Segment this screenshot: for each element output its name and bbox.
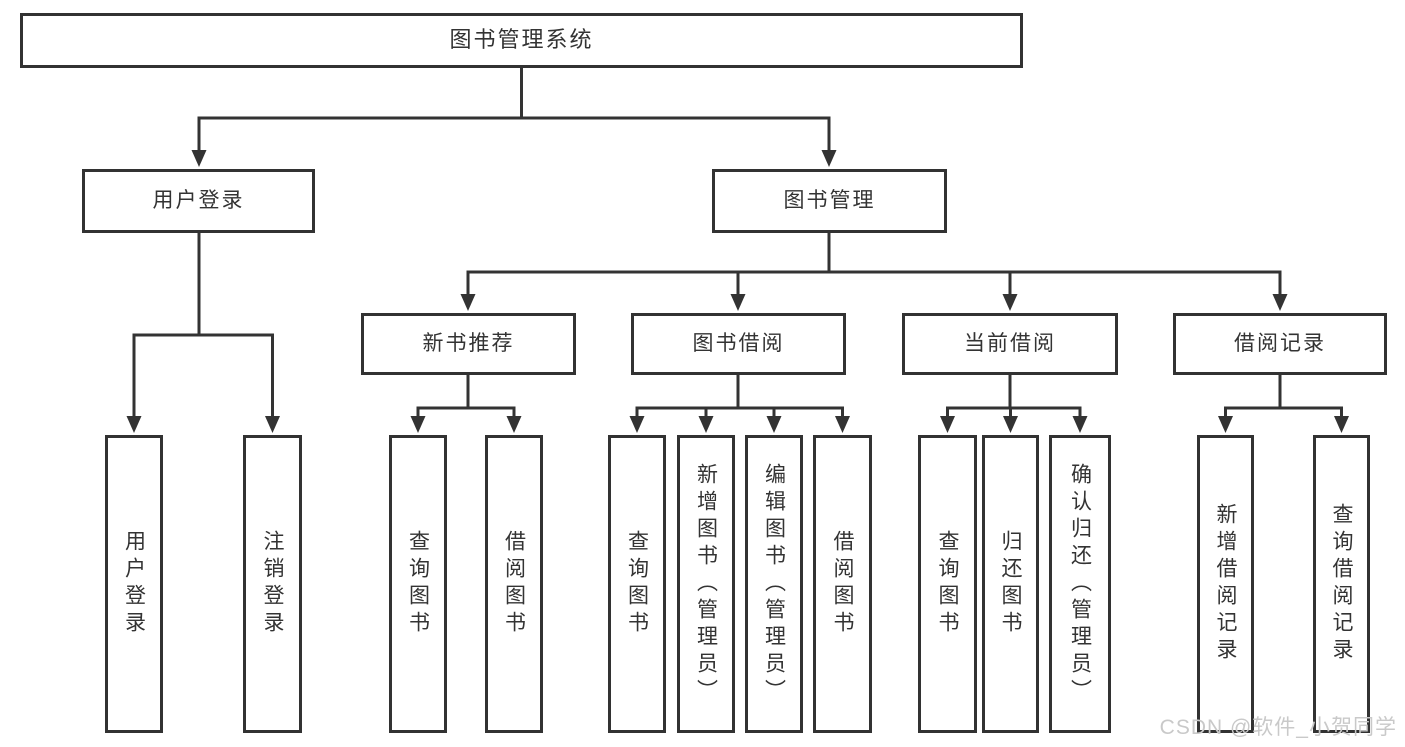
leaf-confirm-return-admin: 确认归还（管理员） <box>1049 435 1111 733</box>
node-borrow-records: 借阅记录 <box>1173 313 1387 375</box>
leaf-add-borrow-record-label: 新增借阅记录 <box>1214 503 1237 665</box>
leaf-query-books-borrow: 查询图书 <box>608 435 666 733</box>
node-book-management-label: 图书管理 <box>783 189 876 213</box>
node-book-borrow: 图书借阅 <box>631 313 846 375</box>
node-user-login-label: 用户登录 <box>152 189 245 213</box>
leaf-return-books-label: 归还图书 <box>999 530 1022 638</box>
node-book-management: 图书管理 <box>712 169 947 233</box>
node-borrow-records-label: 借阅记录 <box>1234 332 1326 356</box>
node-current-borrow: 当前借阅 <box>902 313 1118 375</box>
csdn-watermark: CSDN @软件_小贺同学 <box>1159 716 1397 739</box>
node-user-login: 用户登录 <box>82 169 315 233</box>
leaf-query-borrow-record-label: 查询借阅记录 <box>1330 503 1353 665</box>
leaf-user-login: 用户登录 <box>105 435 163 733</box>
node-book-borrow-label: 图书借阅 <box>692 332 785 356</box>
leaf-borrow-books-recommend-label: 借阅图书 <box>502 530 526 638</box>
leaf-edit-book-admin-label: 编辑图书（管理员） <box>762 462 786 706</box>
leaf-query-books-current: 查询图书 <box>918 435 977 733</box>
node-new-book-recommend-label: 新书推荐 <box>422 332 515 356</box>
leaf-edit-book-admin: 编辑图书（管理员） <box>745 435 803 733</box>
leaf-add-book-admin-label: 新增图书（管理员） <box>694 462 718 706</box>
leaf-query-borrow-record: 查询借阅记录 <box>1313 435 1370 733</box>
arrowheads <box>126 150 1349 433</box>
node-current-borrow-label: 当前借阅 <box>964 332 1056 356</box>
node-root-label: 图书管理系统 <box>449 27 594 53</box>
node-new-book-recommend: 新书推荐 <box>361 313 576 375</box>
leaf-return-books: 归还图书 <box>982 435 1039 733</box>
leaf-borrow-books-borrow-label: 借阅图书 <box>831 530 854 638</box>
leaf-add-book-admin: 新增图书（管理员） <box>677 435 735 733</box>
leaf-query-books-borrow-label: 查询图书 <box>625 530 649 638</box>
leaf-borrow-books-borrow: 借阅图书 <box>813 435 872 733</box>
leaf-add-borrow-record: 新增借阅记录 <box>1197 435 1254 733</box>
leaf-user-login-label: 用户登录 <box>122 530 146 638</box>
leaf-logout-label: 注销登录 <box>261 530 284 638</box>
leaf-confirm-return-admin-label: 确认归还（管理员） <box>1068 462 1092 706</box>
leaf-logout: 注销登录 <box>243 435 302 733</box>
leaf-query-books-current-label: 查询图书 <box>936 530 959 638</box>
leaf-query-books-recommend-label: 查询图书 <box>406 530 430 638</box>
node-root-system: 图书管理系统 <box>20 13 1023 68</box>
leaf-query-books-recommend: 查询图书 <box>389 435 447 733</box>
leaf-borrow-books-recommend: 借阅图书 <box>485 435 543 733</box>
